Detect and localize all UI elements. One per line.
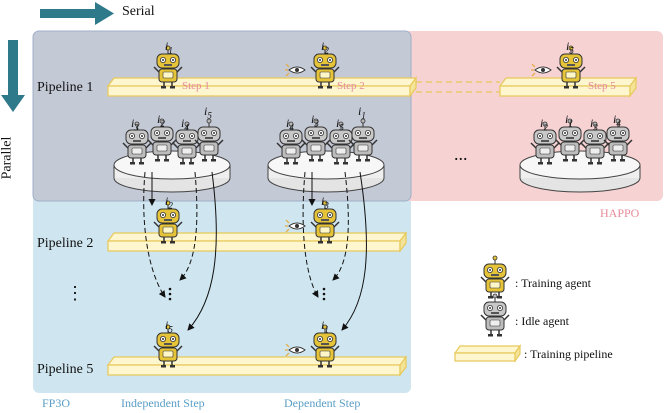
agent-disk-2 (267, 150, 385, 193)
legend-pipeline-icon (453, 344, 522, 363)
agent-index: i2 (540, 116, 548, 133)
step-2-label: Step 2 (337, 80, 365, 92)
independent-arrows (143, 171, 217, 331)
legend-idle-agent-icon (480, 293, 510, 338)
pipeline-2-label: Pipeline 2 (37, 236, 94, 251)
agent-index: i3 (321, 194, 329, 211)
continuation-dots (168, 287, 326, 301)
pipeline-5-label: Pipeline 5 (37, 362, 94, 377)
agent-index: i5 (165, 318, 173, 335)
dependent-step-label: Dependent Step (284, 396, 361, 410)
agent-index: i4 (613, 112, 621, 129)
agent-index: i1 (565, 112, 573, 129)
ellipsis-label: ... (454, 144, 468, 164)
agent-index: i1 (358, 104, 366, 121)
dependent-arrows (302, 171, 367, 331)
step-1-label: Step 1 (182, 80, 210, 92)
agent-index: i3 (131, 116, 139, 133)
happo-label: HAPPO (600, 206, 640, 220)
agent-index: i2 (157, 112, 165, 129)
pipeline-2-slab (107, 232, 407, 252)
agent-index: i2 (165, 194, 173, 211)
serial-label: Serial (122, 4, 155, 19)
agent-index: i2 (321, 39, 329, 56)
serial-arrow-icon (40, 2, 114, 25)
pipeline-ellipsis-label: ⋮ (66, 283, 84, 303)
agent-index: i4 (181, 116, 189, 133)
parallel-label: Parallel (0, 136, 15, 180)
agent-index: i5 (566, 39, 574, 56)
agent-index: i5 (204, 104, 212, 121)
agent-index: i1 (321, 318, 329, 335)
agent-index: i3 (311, 112, 319, 129)
agent-index: i1 (165, 39, 173, 56)
pipeline-5-slab (107, 356, 407, 376)
legend-idle-agent-label: : Idle agent (515, 314, 569, 328)
parallel-arrow-icon (1, 40, 25, 112)
agent-index: i5 (336, 116, 344, 133)
legend-training-agent-icon (480, 255, 510, 300)
agent-index: i3 (590, 116, 598, 133)
agent-disk-3 (519, 150, 641, 193)
step-5-label: Step 5 (588, 80, 616, 92)
pipeline-1-label: Pipeline 1 (37, 80, 94, 95)
fp3o-label: FP3O (42, 396, 71, 410)
agent-index: i4 (286, 116, 294, 133)
legend-training-pipeline-label: : Training pipeline (524, 347, 613, 361)
independent-step-label: Independent Step (121, 396, 205, 410)
legend-training-agent-label: : Training agent (515, 276, 592, 290)
